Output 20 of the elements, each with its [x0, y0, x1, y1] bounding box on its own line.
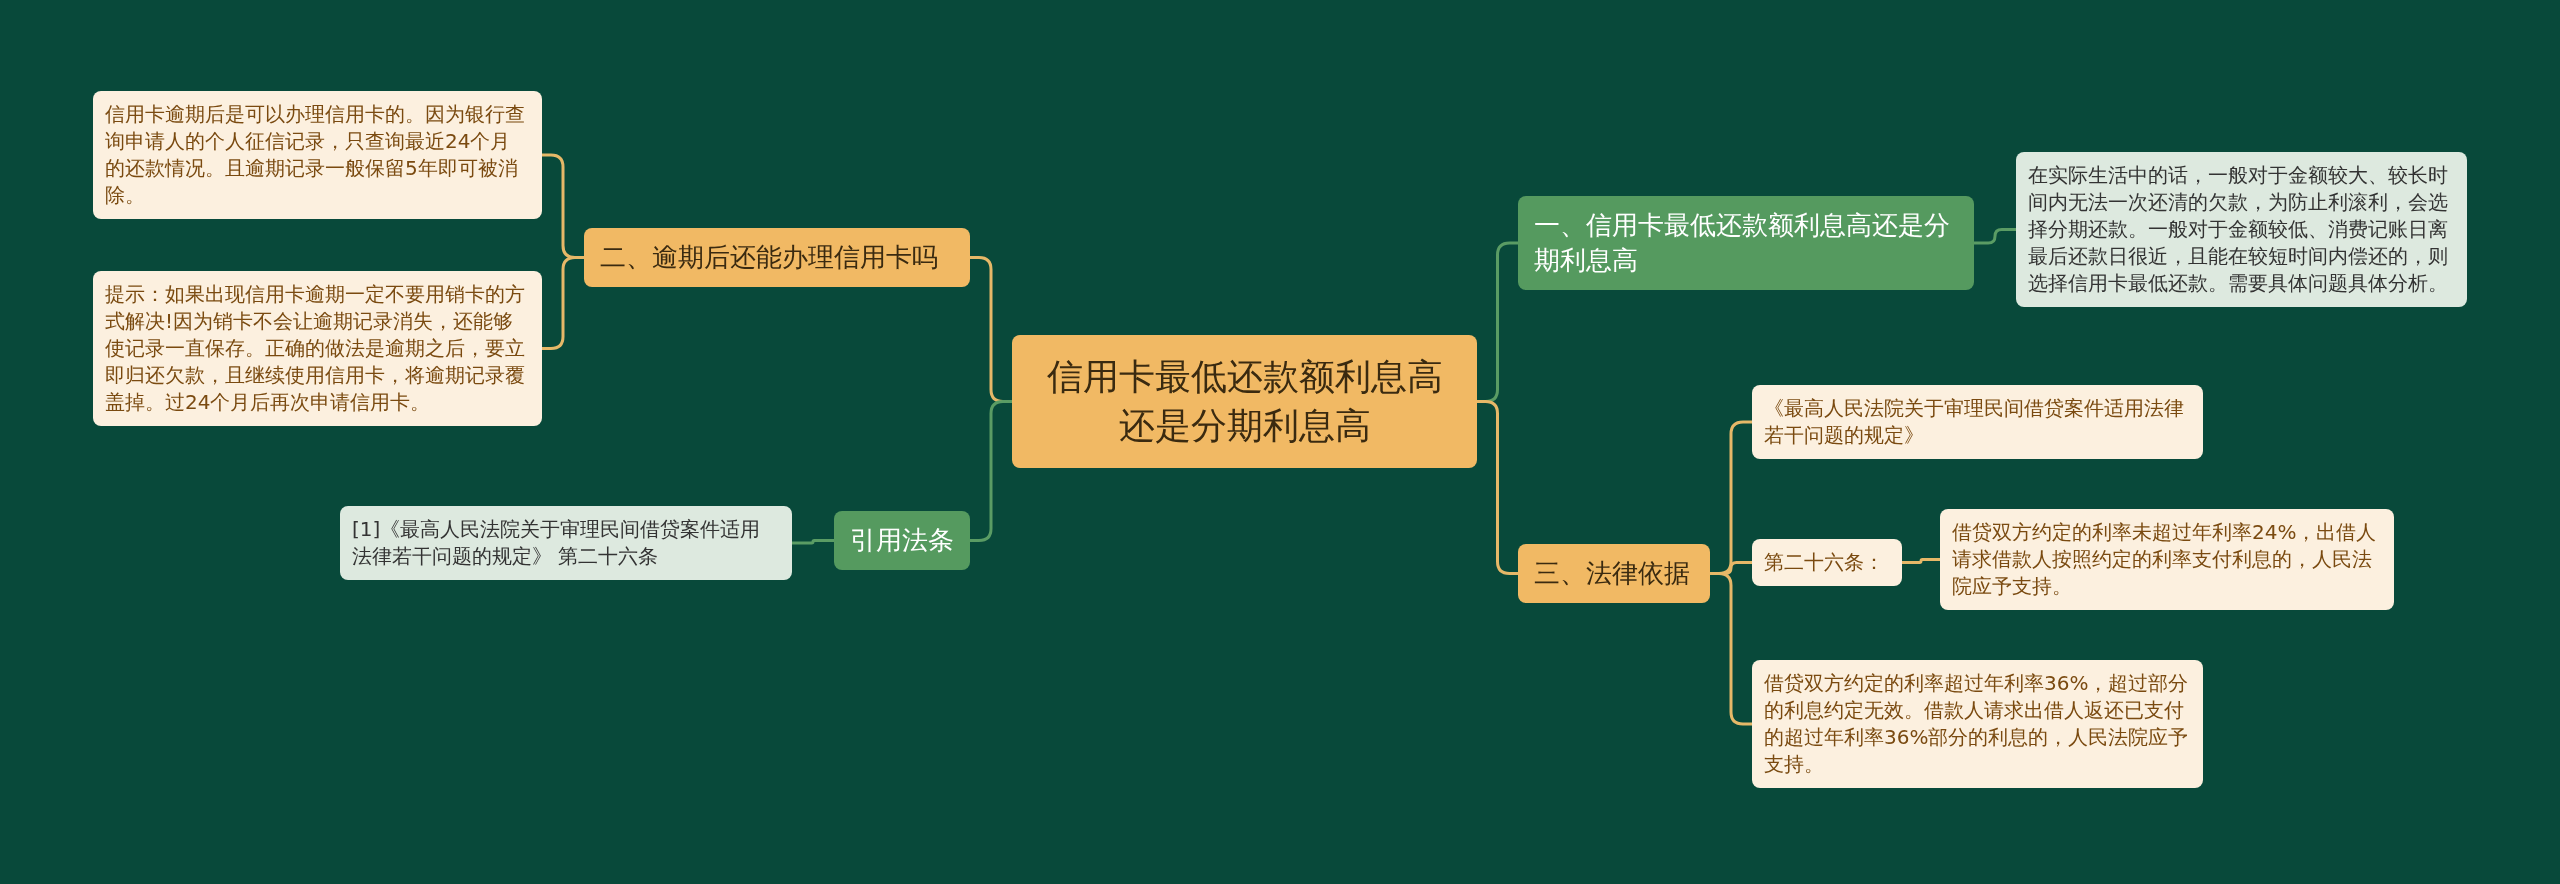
connector-line	[542, 256, 584, 350]
connector-line	[970, 400, 1012, 543]
branch-topic-box: 引用法条	[834, 511, 970, 571]
note-card: 在实际生活中的话，一般对于金额较大、较长时间内无法一次还清的欠款，为防止利滚利，会选择分期还款。一般对于金额较低、消费记账日离最后还款日很近，且能在较短时间内偿还的，则选择信用卡最低还款。需要具体问题具体分析。	[2016, 152, 2467, 307]
branch-topic-box: 三、法律依据	[1518, 544, 1710, 604]
branch-topic-box: 一、信用卡最低还款额利息高还是分期利息高	[1518, 196, 1974, 291]
note-card: 信用卡逾期后是可以办理信用卡的。因为银行查询申请人的个人征信记录，只查询最近24个月的还款情况。且逾期记录一般保留5年即可被消除。	[93, 91, 542, 219]
note-card: 第二十六条：	[1752, 539, 1902, 586]
note-card: 借贷双方约定的利率未超过年利率24%，出借人请求借款人按照约定的利率支付利息的，人民法院应予支持。	[1940, 509, 2394, 610]
connector-line	[1974, 228, 2016, 245]
note-card: 提示：如果出现信用卡逾期一定不要用销卡的方式解决!因为销卡不会让逾期记录消失，还能够使记录一直保存。正确的做法是逾期之后，要立即归还欠款，且继续使用信用卡，将逾期记录覆盖掉。过24个月后再次申请信用卡。	[93, 271, 542, 426]
connector-line	[792, 539, 834, 545]
branch-topic-box: 二、逾期后还能办理信用卡吗	[584, 228, 970, 288]
root-topic-box: 信用卡最低还款额利息高还是分期利息高	[1012, 335, 1477, 469]
note-card: 《最高人民法院关于审理民间借贷案件适用法律若干问题的规定》	[1752, 385, 2203, 459]
connector-line	[1710, 572, 1752, 726]
note-card: 借贷双方约定的利率超过年利率36%，超过部分的利息约定无效。借款人请求出借人返还已支付的超过年利率36%部分的利息的，人民法院应予支持。	[1752, 660, 2203, 788]
connector-line	[1477, 400, 1518, 576]
note-card: [1]《最高人民法院关于审理民间借贷案件适用法律若干问题的规定》 第二十六条	[340, 506, 792, 580]
connector-line	[1902, 558, 1940, 564]
